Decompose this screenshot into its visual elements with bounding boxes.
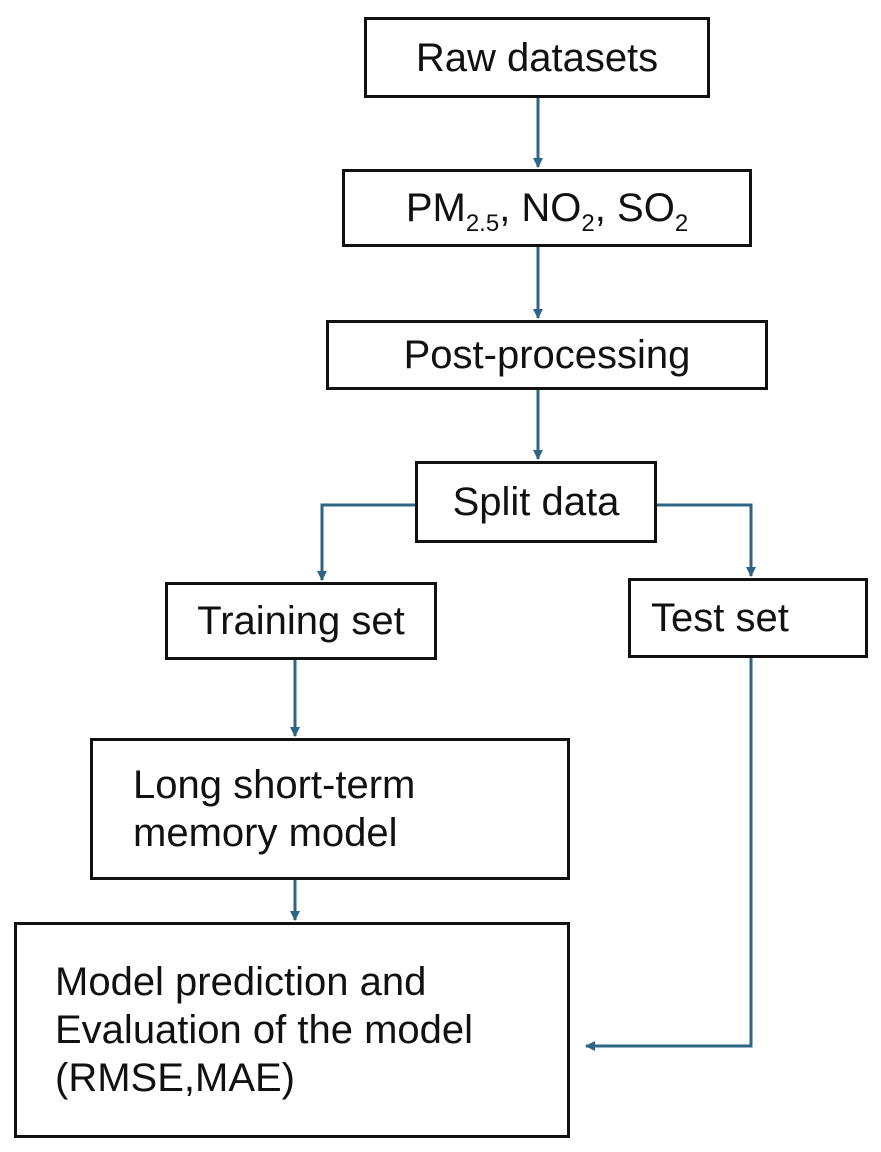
lstm-line-2: memory model	[133, 811, 398, 855]
lstm-line-1: Long short-term	[133, 763, 416, 807]
arrow-test-to-evaluation	[585, 658, 753, 1051]
training-set-box: Training set	[165, 582, 437, 660]
split-data-label: Split data	[452, 480, 620, 524]
pm-subscript: 2.5	[465, 210, 500, 237]
no-text: NO	[521, 186, 582, 230]
post-processing-box: Post-processing	[326, 320, 768, 390]
evaluation-line-3: (RMSE,MAE)	[55, 1056, 295, 1100]
test-set-label: Test set	[651, 596, 789, 640]
evaluation-box: Model prediction and Evaluation of the m…	[14, 922, 570, 1138]
test-set-box: Test set	[628, 578, 868, 658]
arrow-split-to-test	[657, 503, 756, 577]
arrow-split-to-training	[317, 503, 415, 581]
no-subscript: 2	[581, 210, 595, 237]
evaluation-line-1: Model prediction and	[55, 960, 427, 1004]
raw-datasets-label: Raw datasets	[415, 35, 659, 80]
separator-1: ,	[499, 186, 522, 230]
so-text: SO	[617, 186, 675, 230]
raw-datasets-box: Raw datasets	[364, 17, 710, 98]
evaluation-text: Model prediction and Evaluation of the m…	[55, 958, 473, 1102]
pollutants-label: PM2.5, NO2, SO2	[405, 184, 688, 236]
evaluation-line-2: Evaluation of the model	[55, 1008, 474, 1052]
pm-text: PM	[405, 186, 466, 230]
training-set-label: Training set	[197, 599, 405, 643]
lstm-model-text: Long short-term memory model	[133, 761, 415, 857]
post-processing-label: Post-processing	[403, 333, 691, 377]
separator-2: ,	[594, 186, 618, 230]
pollutants-box: PM2.5, NO2, SO2	[342, 169, 752, 247]
split-data-box: Split data	[415, 461, 657, 543]
so-subscript: 2	[674, 210, 689, 237]
lstm-model-box: Long short-term memory model	[90, 738, 570, 880]
